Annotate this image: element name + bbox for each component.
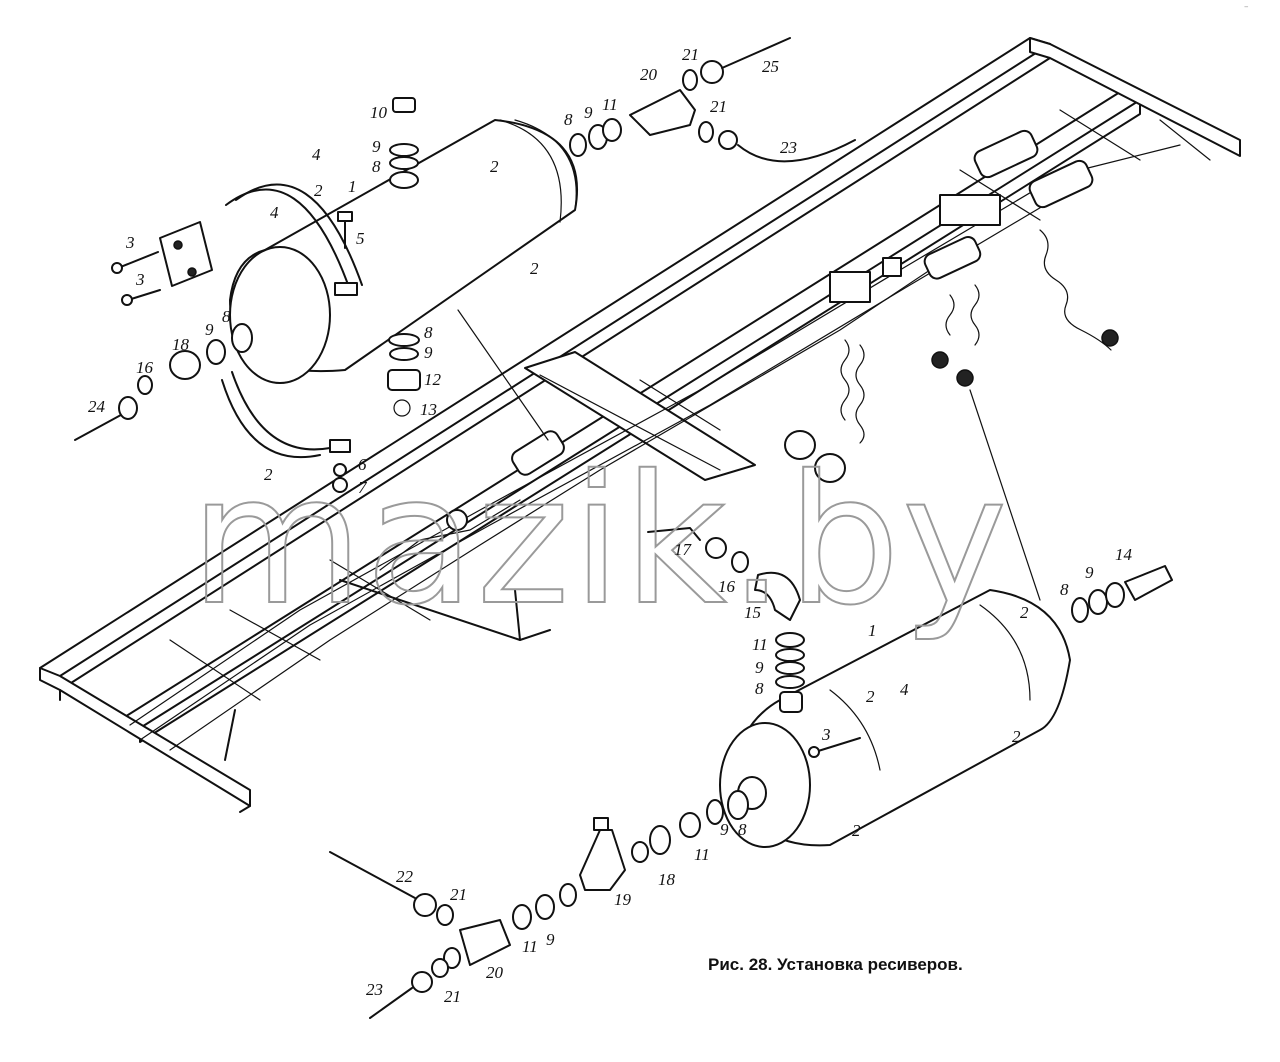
part-label: 9 [720, 820, 729, 839]
part-label: 15 [744, 603, 761, 622]
vehicle-frame [39, 37, 1241, 813]
part-label: 10 [370, 103, 388, 122]
part-label: 21 [710, 97, 727, 116]
part-label: 2 [264, 465, 273, 484]
part-label: 11 [602, 95, 618, 114]
part-label: 21 [450, 885, 467, 904]
part-label: 16 [136, 358, 154, 377]
part-label: 20 [640, 65, 658, 84]
part-label: 3 [135, 270, 145, 289]
part-label: 2 [866, 687, 875, 706]
part-label: 8 [564, 110, 573, 129]
part-label: 9 [546, 930, 555, 949]
figure-caption: Рис. 28. Установка ресиверов. [708, 955, 963, 974]
part-label: 9 [205, 320, 214, 339]
part-label: 2 [1012, 727, 1021, 746]
part-label: 4 [270, 203, 279, 222]
part-label: 9 [372, 137, 381, 156]
part-label: 11 [522, 937, 538, 956]
part-label: 13 [420, 400, 437, 419]
part-label: 8 [222, 307, 231, 326]
part-label: 5 [356, 229, 365, 248]
part-label: 9 [755, 658, 764, 677]
part-label: 22 [396, 867, 414, 886]
part-label: 21 [444, 987, 461, 1006]
part-label: 7 [358, 478, 368, 497]
part-label: 18 [172, 335, 190, 354]
part-label: 14 [1115, 545, 1133, 564]
part-label: 17 [674, 540, 693, 559]
part-label: 8 [1060, 580, 1069, 599]
part-label: 4 [900, 680, 909, 699]
part-label: 25 [762, 57, 779, 76]
part-label: 16 [718, 577, 736, 596]
upper-receiver-assembly [74, 37, 856, 493]
part-label: 21 [682, 45, 699, 64]
part-label: 20 [486, 963, 504, 982]
part-label: 2 [490, 157, 499, 176]
corner-mark: – [1244, 2, 1249, 12]
part-label: 3 [821, 725, 831, 744]
part-label: 8 [755, 679, 764, 698]
part-number-labels: 10 9 8 4 2 1 2 4 5 3 3 2 9 8 18 16 24 8 … [88, 45, 1133, 1006]
watermark: mazik.by [190, 437, 1009, 644]
part-label: 2 [1020, 603, 1029, 622]
part-label: 19 [614, 890, 632, 909]
part-label: 8 [424, 323, 433, 342]
part-label: 1 [868, 621, 877, 640]
part-label: 11 [752, 635, 768, 654]
part-label: 23 [780, 138, 797, 157]
part-label: 9 [1085, 563, 1094, 582]
part-label: 8 [372, 157, 381, 176]
part-label: 18 [658, 870, 676, 889]
part-label: 8 [738, 820, 747, 839]
part-label: 6 [358, 455, 367, 474]
part-label: 1 [348, 177, 357, 196]
part-label: 9 [584, 103, 593, 122]
part-label: 2 [852, 821, 861, 840]
part-label: 3 [125, 233, 135, 252]
part-label: 24 [88, 397, 106, 416]
part-label: 4 [312, 145, 321, 164]
part-label: 11 [694, 845, 710, 864]
part-label: 12 [424, 370, 442, 389]
part-label: 2 [530, 259, 539, 278]
part-label: 2 [314, 181, 323, 200]
part-label: 23 [366, 980, 383, 999]
lower-receiver-assembly [329, 537, 1173, 1019]
part-label: 9 [424, 343, 433, 362]
